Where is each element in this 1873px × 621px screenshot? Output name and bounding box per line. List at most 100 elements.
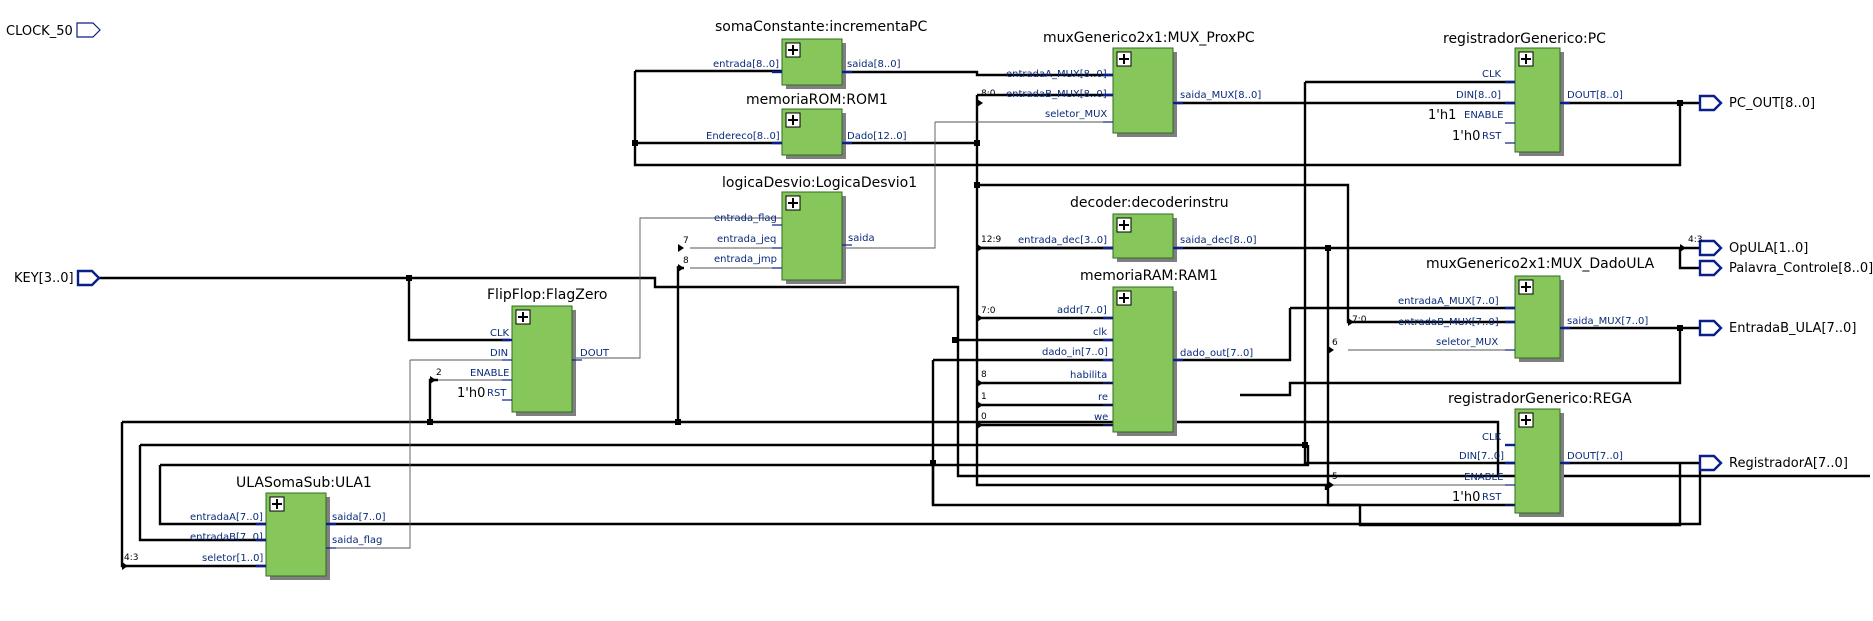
port-a: entradaA[7..0] [190,512,263,523]
output-pin-entradab[interactable]: EntradaB_ULA[7..0] [1698,319,1856,337]
output-pin-palavra[interactable]: Palavra_Controle[8..0] [1698,259,1873,277]
bits-dec: 12:9 [981,235,1001,245]
block-ram[interactable]: memoriaRAM:RAM1 addr[7..0] clk dado_in[7… [1042,268,1253,436]
port-b: entradaB_MUX[7..0] [1398,317,1499,328]
opula-label: OpULA[1..0] [1729,241,1808,256]
rst-const: 1'h0 [1452,129,1480,144]
block-mux-dadoula[interactable]: muxGenerico2x1:MUX_DadoULA entradaA_MUX[… [1398,256,1655,362]
entradab-label: EntradaB_ULA[7..0] [1729,321,1856,336]
block-title: FlipFlop:FlagZero [487,287,607,303]
port-out: saida[8..0] [847,59,901,70]
block-title: somaConstante:incrementaPC [715,19,928,35]
input-pin-key[interactable]: KEY[3..0] [14,269,101,287]
port-out: DOUT [580,348,610,359]
block-title: muxGenerico2x1:MUX_DadoULA [1426,256,1655,272]
port-habilita: habilita [1070,370,1107,381]
block-title: memoriaROM:ROM1 [746,92,888,108]
output-arrow-icon [1698,454,1723,472]
block-mux-proxpc[interactable]: muxGenerico2x1:MUX_ProxPC entradaA_MUX[8… [1006,30,1261,137]
bits-rega-en: 5 [1332,472,1338,482]
palavra-label: Palavra_Controle[8..0] [1729,261,1873,276]
port-enable: ENABLE [1464,472,1503,483]
port-out: saida_dec[8..0] [1180,235,1257,246]
output-pin-pc[interactable]: PC_OUT[8..0] [1698,94,1815,112]
port-out: saida_MUX[7..0] [1567,316,1648,327]
block-title: decoder:decoderinstru [1070,195,1229,211]
bits-muxula-sel: 6 [1332,338,1338,348]
opula-bits: 4:3 [1688,235,1702,245]
signal-wires [326,121,1515,549]
port-rst: RST [487,388,507,399]
port-din: dado_in[7..0] [1042,347,1108,358]
port-sel: seletor_MUX [1045,109,1107,120]
junctions [406,100,1683,466]
port-din: DIN [490,348,508,359]
block-rega[interactable]: registradorGenerico:REGA CLK DIN[7..0] E… [1448,391,1632,517]
port-in-jeq: entrada_jeq [717,234,776,245]
bits-flag-en: 2 [436,368,442,378]
output-arrow-icon [1698,319,1723,337]
port-enable: ENABLE [470,368,509,379]
port-a: entradaA_MUX[7..0] [1398,296,1499,307]
block-ula[interactable]: ULASomaSub:ULA1 entradaA[7..0] entradaB[… [190,475,386,580]
port-rst: RST [1482,131,1502,142]
bit-slice-labels: 8:0 7 8 12:9 2 7:0 8 1 0 7:0 6 5 4:3 [124,89,1367,563]
port-out: DOUT[8..0] [1567,90,1623,101]
bits-we: 0 [981,412,987,422]
port-clk: CLK [1482,69,1502,80]
bits-rom-mux: 8:0 [981,89,996,99]
port-out: Dado[12..0] [847,131,907,142]
rst-const: 1'h0 [457,386,485,401]
port-sel: seletor_MUX [1436,337,1498,348]
bits-jeq: 7 [683,236,689,246]
block-logica-desvio[interactable]: logicaDesvio:LogicaDesvio1 entrada_flag … [714,175,917,284]
key-label: KEY[3..0] [14,271,74,286]
port-addr: addr[7..0] [1057,305,1107,316]
port-enable: ENABLE [1464,110,1503,121]
bits-ula-sel: 4:3 [124,553,138,563]
port-in-flag: entrada_flag [714,213,777,224]
output-arrow-icon [1698,259,1723,277]
block-title: memoriaRAM:RAM1 [1080,268,1218,284]
port-b: entradaB_MUX[8..0] [1006,89,1107,100]
port-sel: seletor[1..0] [202,553,263,564]
bus-wires [95,69,1870,568]
port-re: re [1098,392,1108,403]
port-out: saida [848,233,875,244]
bits-hab: 8 [981,370,987,380]
bits-muxula-b: 7:0 [1352,315,1367,325]
port-in: entrada_dec[3..0] [1018,235,1107,246]
block-title: registradorGenerico:PC [1443,31,1606,47]
block-rom[interactable]: memoriaROM:ROM1 Endereco[8..0] Dado[12..… [706,92,907,159]
port-clk: CLK [490,328,510,339]
bits-jmp: 8 [683,256,689,266]
block-decoder[interactable]: decoder:decoderinstru entrada_dec[3..0] … [1018,195,1257,262]
port-b: entradaB[7..0] [190,532,263,543]
pc-out-label: PC_OUT[8..0] [1729,96,1815,111]
output-pin-opula[interactable]: OpULA[1..0] 4:3 [1688,235,1808,257]
port-rst: RST [1482,492,1502,503]
input-pin-clock[interactable]: CLOCK_50 [6,22,101,39]
block-title: logicaDesvio:LogicaDesvio1 [722,175,917,191]
port-a: entradaA_MUX[8..0] [1006,69,1107,80]
block-title: muxGenerico2x1:MUX_ProxPC [1043,30,1255,46]
port-in: entrada[8..0] [713,59,779,70]
bits-re: 1 [981,392,987,402]
block-pc[interactable]: registradorGenerico:PC CLK DIN[8..0] ENA… [1428,31,1623,156]
port-clk: CLK [1482,432,1502,443]
output-pin-registrador[interactable]: RegistradorA[7..0] [1698,454,1848,472]
port-in: Endereco[8..0] [706,131,780,142]
block-incrementa-pc[interactable]: somaConstante:incrementaPC entrada[8..0]… [713,19,928,89]
slice-arrows [122,99,1686,570]
port-out: DOUT[7..0] [1567,451,1623,462]
port-in-jmp: entrada_jmp [714,254,777,265]
port-flag: saida_flag [332,535,382,546]
port-out: saida_MUX[8..0] [1180,90,1261,101]
port-clk: clk [1093,327,1107,338]
block-flag-zero[interactable]: FlipFlop:FlagZero CLK DIN ENABLE RST 1'h… [457,287,610,416]
port-out: dado_out[7..0] [1180,348,1253,359]
block-title: ULASomaSub:ULA1 [236,475,372,491]
registrador-label: RegistradorA[7..0] [1729,456,1848,471]
input-arrow-icon [76,269,101,287]
